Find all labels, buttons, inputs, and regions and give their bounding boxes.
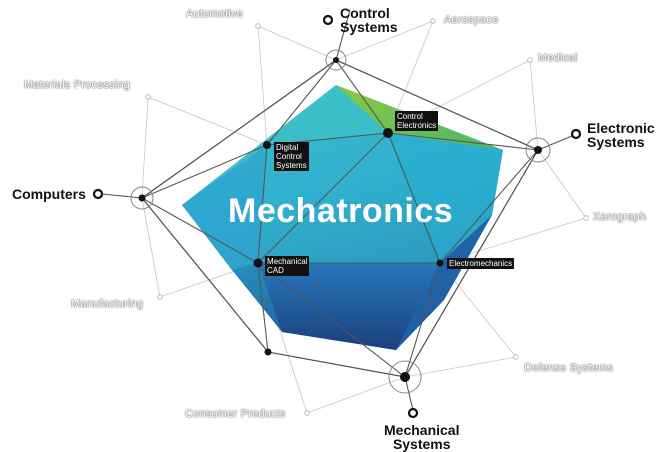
label-digital-control-systems-line1: Digital xyxy=(276,143,299,152)
label-mechanical-systems-line2: Systems xyxy=(392,436,451,452)
label-electromechanics: Electromechanics xyxy=(447,258,515,269)
label-mechanical-systems: Mechanical Systems xyxy=(384,423,459,451)
label-manufacturing: Manufacturing xyxy=(71,298,144,310)
label-electronic-systems: Electronic Systems xyxy=(587,121,655,149)
label-mechanical-cad: Mechanical CAD xyxy=(265,256,310,276)
label-consumer-products: Consumer Products xyxy=(185,408,286,420)
label-xerograph: Xerograph xyxy=(593,211,647,223)
label-control-systems-line2: Systems xyxy=(340,19,398,35)
label-control-systems: Control Systems xyxy=(340,6,398,34)
label-electronic-systems-line2: Systems xyxy=(587,134,645,150)
label-control-systems-line1: Control xyxy=(340,5,390,21)
label-mechanical-systems-line1: Mechanical xyxy=(384,422,460,438)
label-computers-line1: Computers xyxy=(12,186,86,202)
label-aerospace: Aerospace xyxy=(444,14,499,26)
label-digital-control-systems-line3: Systems xyxy=(276,161,307,170)
discipline-markers xyxy=(92,14,582,419)
network-lines xyxy=(101,9,573,411)
label-electronic-systems-line1: Electronic xyxy=(587,120,655,136)
label-digital-control-systems: Digital Control Systems xyxy=(274,142,309,171)
label-control-electronics-line2: Electronics xyxy=(397,121,437,130)
label-electromechanics-line1: Electromechanics xyxy=(449,259,513,268)
label-defense-systems: Defense Systems xyxy=(524,362,614,374)
label-automotive: Automotive xyxy=(186,8,244,20)
label-control-electronics-line1: Control xyxy=(397,112,423,121)
label-computers: Computers xyxy=(12,187,86,201)
label-digital-control-systems-line2: Control xyxy=(276,152,302,161)
application-dots xyxy=(145,18,589,416)
label-medical: Medical xyxy=(538,52,578,64)
diagram-title: Mechatronics xyxy=(228,192,454,230)
label-mechanical-cad-line1: Mechanical xyxy=(267,257,308,266)
label-control-electronics: Control Electronics xyxy=(395,111,439,131)
label-materials-processing: Materials Processing xyxy=(24,79,131,91)
label-mechanical-cad-line2: CAD xyxy=(267,266,284,275)
